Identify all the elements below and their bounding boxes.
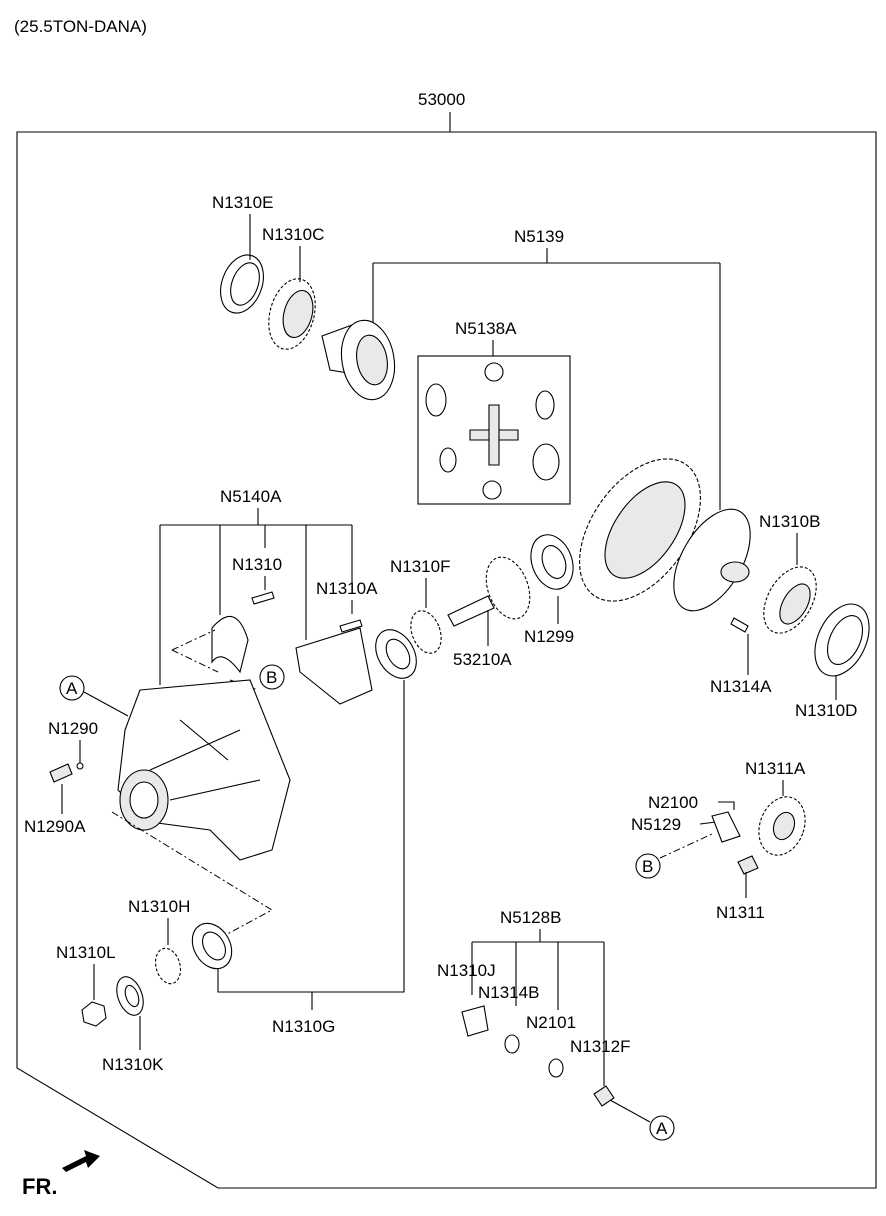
leader-n5139 <box>372 248 721 510</box>
leader-n5129 <box>699 821 717 825</box>
diagram-title: (25.5TON-DANA) <box>14 17 147 36</box>
part-n1290-oring[interactable] <box>76 762 84 770</box>
part-n1314a-bolt[interactable] <box>730 617 749 633</box>
label-n5140a: N5140A <box>220 487 282 506</box>
label-n1299: N1299 <box>524 627 574 646</box>
part-53210a-pinion[interactable] <box>447 551 538 627</box>
part-n1311a-gear[interactable] <box>751 790 813 861</box>
part-n1314b-oring[interactable] <box>504 1034 520 1054</box>
label-n5128b: N5128B <box>500 908 561 927</box>
label-n1310: N1310 <box>232 555 282 574</box>
leader-n1310g <box>217 680 405 1010</box>
part-n1310j-gasket[interactable] <box>461 1005 489 1037</box>
svg-text:FR.: FR. <box>22 1174 57 1199</box>
label-n1314b: N1314B <box>478 983 539 1002</box>
part-n5129-fork[interactable] <box>711 811 741 843</box>
dash-callout-b-lower <box>659 833 713 859</box>
label-n1310k: N1310K <box>102 1055 164 1074</box>
svg-text:B: B <box>266 668 277 687</box>
dash-housing-guide <box>111 811 274 939</box>
svg-text:B: B <box>642 857 653 876</box>
label-n1312f: N1312F <box>570 1037 630 1056</box>
label-n1311: N1311 <box>716 903 765 922</box>
label-n5139: N5139 <box>514 227 564 246</box>
label-n2101: N2101 <box>526 1013 576 1032</box>
part-n1310c-gear[interactable] <box>261 274 322 355</box>
label-n1310h: N1310H <box>128 897 190 916</box>
part-n1311-spring[interactable] <box>737 855 759 875</box>
label-53210a: 53210A <box>453 650 512 669</box>
callout-a-left[interactable]: A <box>59 675 85 701</box>
label-n5129: N5129 <box>631 815 681 834</box>
leader-n5140a <box>159 508 353 685</box>
part-n1299-bearing[interactable] <box>524 529 581 595</box>
label-n1310l: N1310L <box>56 943 116 962</box>
part-n1310e-seal[interactable] <box>213 249 271 319</box>
label-n1290: N1290 <box>48 719 98 738</box>
svg-text:A: A <box>66 679 78 698</box>
part-bracket[interactable] <box>295 627 373 705</box>
label-n1310j: N1310J <box>437 961 496 980</box>
part-n1310h-gear[interactable] <box>152 946 184 987</box>
part-n1310g-lower-seal[interactable] <box>184 916 239 976</box>
part-diff-case-half[interactable] <box>658 497 766 624</box>
part-n1310l-nut[interactable] <box>81 1001 107 1027</box>
label-n1311a: N1311A <box>745 759 806 778</box>
label-n1310b: N1310B <box>759 512 820 531</box>
part-n1310g-seal[interactable] <box>367 622 424 685</box>
assembly-number: 53000 <box>418 90 465 109</box>
part-n1312f-sensor[interactable] <box>593 1085 651 1123</box>
part-n2101-oring[interactable] <box>548 1058 564 1078</box>
label-n1314a: N1314A <box>710 677 772 696</box>
part-n1310-bolt[interactable] <box>251 591 275 605</box>
label-n1310g: N1310G <box>272 1017 335 1036</box>
n5138a-kit-box <box>417 355 571 505</box>
part-bearing-cap[interactable] <box>211 615 249 674</box>
label-n1310c: N1310C <box>262 225 324 244</box>
assembly-frame <box>16 131 877 1189</box>
part-n5138a-spider-gears[interactable] <box>425 362 560 500</box>
part-n1310d-bearing[interactable] <box>804 595 880 684</box>
label-n1310d: N1310D <box>795 701 857 720</box>
label-n1310e: N1310E <box>212 193 273 212</box>
callout-a-lower[interactable]: A <box>649 1115 675 1141</box>
leader-n2100 <box>718 801 735 810</box>
part-carrier-housing[interactable] <box>117 679 291 861</box>
part-n1310k-washer[interactable] <box>112 973 148 1019</box>
label-n1310f: N1310F <box>390 557 450 576</box>
callout-b-lower[interactable]: B <box>635 853 661 879</box>
front-direction-indicator: FR. <box>22 1150 100 1199</box>
label-n1290a: N1290A <box>24 817 86 836</box>
part-n5139-diff-case[interactable] <box>321 316 401 404</box>
part-n1290a-plug[interactable] <box>49 763 73 783</box>
svg-text:A: A <box>656 1119 668 1138</box>
label-n1310a: N1310A <box>316 579 378 598</box>
direction-arrow-icon <box>62 1150 100 1172</box>
part-n1310f-gear[interactable] <box>405 607 446 658</box>
leader-callout-a-left <box>83 691 129 717</box>
part-n1310a-bolt[interactable] <box>339 619 363 633</box>
label-n2100: N2100 <box>648 793 698 812</box>
callout-b-upper[interactable]: B <box>259 664 285 690</box>
leader-n5128b <box>471 929 605 1086</box>
part-n1310b-gear[interactable] <box>753 558 827 642</box>
label-n5138a: N5138A <box>455 319 517 338</box>
